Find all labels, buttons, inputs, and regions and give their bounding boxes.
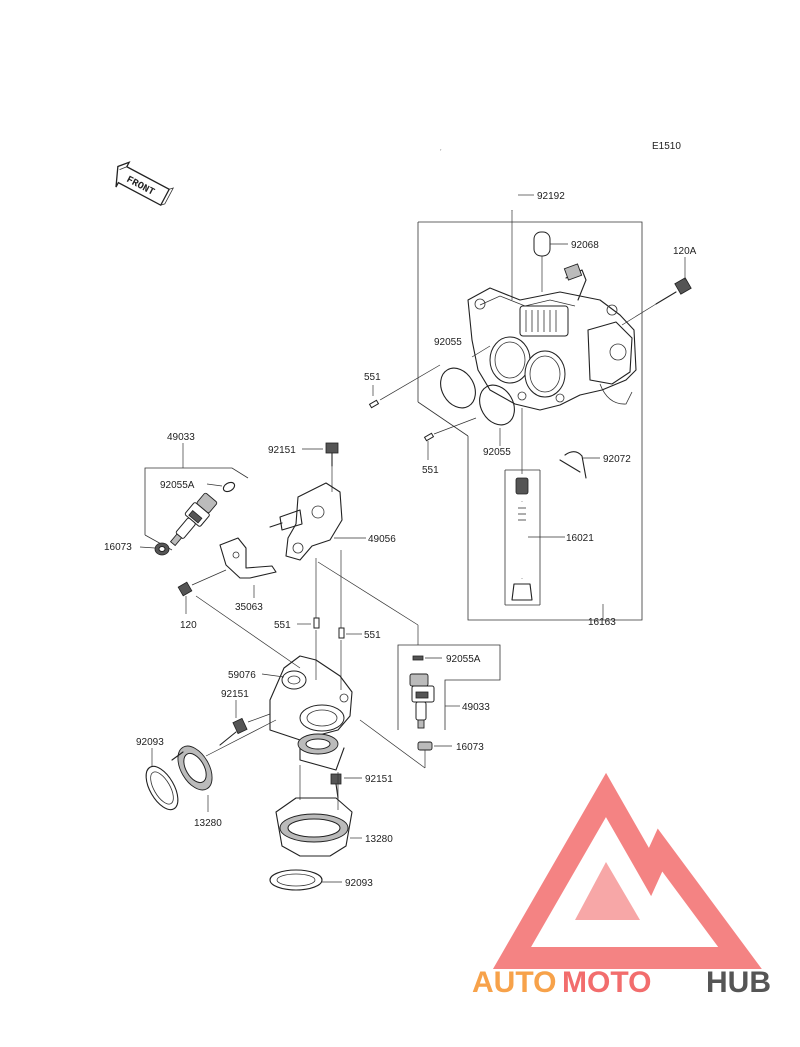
label-92055a-bottom: 92055A bbox=[446, 654, 481, 665]
label-92192: 92192 bbox=[537, 191, 565, 202]
label-35063: 35063 bbox=[235, 602, 263, 613]
label-92072: 92072 bbox=[603, 454, 631, 465]
insulator-13280-left bbox=[171, 719, 277, 812]
injector-bottom bbox=[409, 673, 435, 729]
band-92072 bbox=[559, 451, 600, 479]
o-ring-92055-left bbox=[440, 345, 491, 409]
label-13280-right: 13280 bbox=[365, 834, 393, 845]
label-49033-bottom: 49033 bbox=[462, 702, 490, 713]
o-ring-92055a-top bbox=[206, 481, 236, 493]
label-92055a-top: 92055A bbox=[160, 480, 195, 491]
injector-top bbox=[169, 492, 218, 547]
holder-59076 bbox=[261, 655, 353, 771]
breather-tube bbox=[440, 148, 514, 300]
throttle-body bbox=[467, 263, 637, 411]
cap-16073-left bbox=[139, 542, 170, 556]
automotohub-logo: AUTO MOTO HUB bbox=[472, 772, 771, 999]
label-92055-left: 92055 bbox=[434, 337, 462, 348]
pin-551-top bbox=[368, 364, 441, 409]
label-92093-left: 92093 bbox=[136, 737, 164, 748]
bolt-120a bbox=[621, 257, 692, 326]
label-92055-right: 92055 bbox=[483, 447, 511, 458]
bolt-92151-mid bbox=[219, 700, 271, 746]
throttle-body-outline bbox=[417, 221, 643, 621]
label-59076: 59076 bbox=[228, 670, 256, 681]
label-551-top: 551 bbox=[364, 372, 381, 383]
front-arrow-icon: FRONT bbox=[115, 161, 175, 207]
o-ring-92055-right bbox=[479, 384, 515, 446]
label-16073-right: 16073 bbox=[456, 742, 484, 753]
o-ring-92055a-bottom bbox=[412, 655, 442, 661]
pin-551-lower-left bbox=[297, 558, 320, 680]
idle-screw-16021 bbox=[511, 408, 565, 601]
insulator-13280-right bbox=[275, 765, 362, 857]
label-16073-left: 16073 bbox=[104, 542, 132, 553]
label-92093-bottom: 92093 bbox=[345, 878, 373, 889]
diagram-code: E1510 bbox=[652, 141, 681, 152]
bolt-120 bbox=[177, 569, 301, 669]
bolt-92151-bottom bbox=[330, 773, 362, 799]
label-92151-mid: 92151 bbox=[221, 689, 249, 700]
label-49056: 49056 bbox=[368, 534, 396, 545]
label-120: 120 bbox=[180, 620, 197, 631]
label-92151-bottom: 92151 bbox=[365, 774, 393, 785]
label-551-lower-left: 551 bbox=[274, 620, 291, 631]
gasket-92093-bottom bbox=[269, 869, 342, 891]
pin-551-lower-right bbox=[338, 550, 362, 690]
logo-text-hub: HUB bbox=[706, 966, 771, 999]
label-551-lower-right: 551 bbox=[364, 630, 381, 641]
cap-16073-right bbox=[359, 719, 452, 769]
bracket-35063 bbox=[219, 537, 277, 598]
label-92068: 92068 bbox=[571, 240, 599, 251]
logo-text-moto: MOTO bbox=[562, 966, 651, 999]
label-16163: 16163 bbox=[588, 617, 616, 628]
injector-assy-outline-bottom bbox=[397, 644, 501, 730]
label-120a: 120A bbox=[673, 246, 697, 257]
label-13280-left: 13280 bbox=[194, 818, 222, 829]
label-49033-top: 49033 bbox=[167, 432, 195, 443]
fuel-pipe-49056 bbox=[269, 482, 366, 561]
gasket-92093-left bbox=[145, 748, 179, 811]
logo-text-auto: AUTO bbox=[472, 966, 556, 999]
bolt-92151-top bbox=[302, 442, 339, 492]
label-92151-top: 92151 bbox=[268, 445, 296, 456]
label-16021: 16021 bbox=[566, 533, 594, 544]
label-551-mid: 551 bbox=[422, 465, 439, 476]
pin-551-mid bbox=[423, 417, 477, 460]
injector-assy-outline-top bbox=[144, 443, 249, 551]
cap-92068 bbox=[533, 231, 568, 292]
